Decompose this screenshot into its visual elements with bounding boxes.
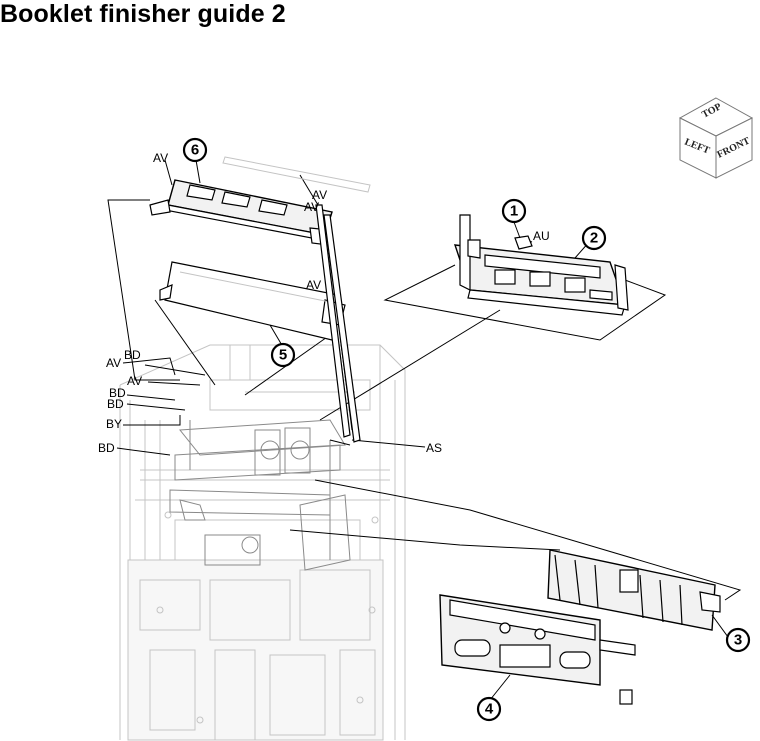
callout-6-number: 6 <box>191 142 199 159</box>
explosion-lines <box>107 159 742 601</box>
part-2-guide-assembly <box>453 214 629 316</box>
callout-5-number: 5 <box>279 347 287 364</box>
connector-label-bd-a: BD <box>124 348 141 362</box>
connector-label-bd-b: BD <box>109 386 126 400</box>
finisher-frame-ghost <box>119 344 406 741</box>
callout-6: 6 <box>182 137 208 163</box>
connector-label-au: AU <box>533 229 550 243</box>
guide-rails <box>315 204 361 443</box>
callout-3-number: 3 <box>734 632 742 649</box>
callout-3: 3 <box>725 627 751 653</box>
part-4-guide-tray <box>439 594 636 705</box>
callout-4: 4 <box>476 696 502 722</box>
callout-2-number: 2 <box>590 230 598 247</box>
part-6-guide-plate <box>149 156 371 246</box>
connector-label-av-b: AV <box>312 188 327 202</box>
callout-1-number: 1 <box>510 203 518 220</box>
connector-label-bd-d: BD <box>98 441 115 455</box>
page-title: Booklet finisher guide 2 <box>0 0 286 28</box>
callout-2: 2 <box>581 225 607 251</box>
callout-5: 5 <box>270 342 296 368</box>
part-3-guide <box>547 549 721 631</box>
part-1-clip <box>513 221 533 250</box>
part-5-guide-plate <box>159 261 346 341</box>
connector-label-as: AS <box>426 441 442 455</box>
connector-label-av-c: AV <box>304 200 319 214</box>
orientation-cube: TOP LEFT FRONT <box>678 97 754 179</box>
connector-label-av-e: AV <box>106 356 121 370</box>
connector-label-by: BY <box>106 417 122 431</box>
connector-label-av-d: AV <box>306 278 321 292</box>
connector-label-av-a: AV <box>153 151 168 165</box>
connector-label-bd-c: BD <box>107 397 124 411</box>
callout-1: 1 <box>501 198 527 224</box>
connector-label-av-f: AV <box>127 374 142 388</box>
callout-4-number: 4 <box>485 701 494 718</box>
